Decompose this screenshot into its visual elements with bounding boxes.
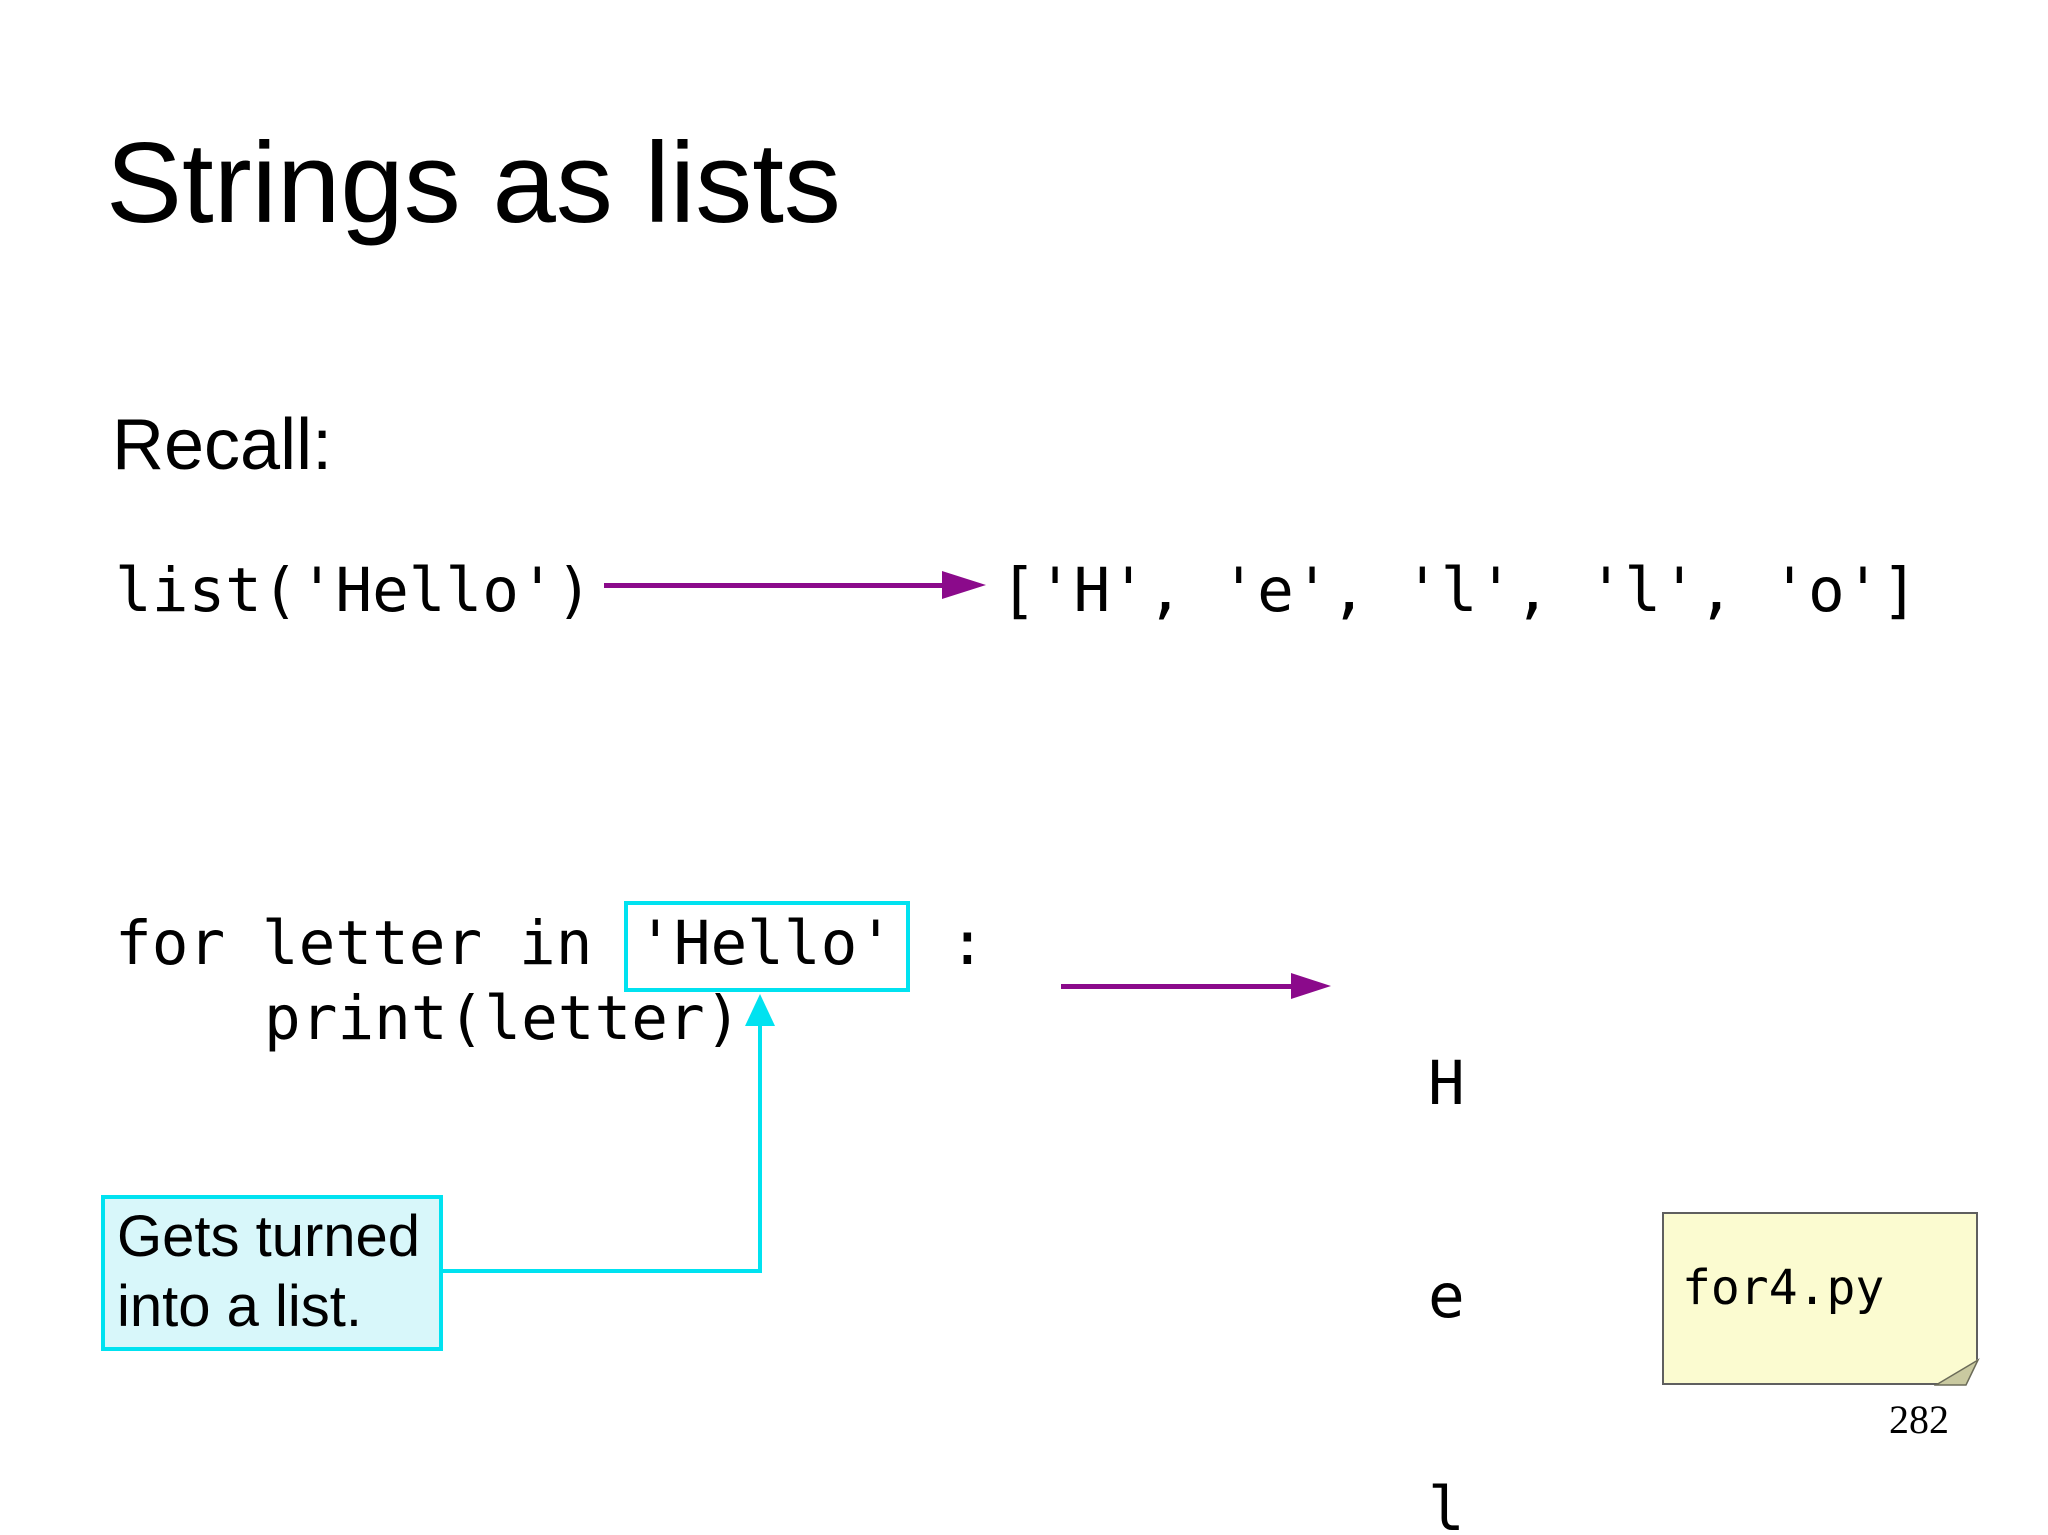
code-list-call: list('Hello')	[115, 555, 593, 626]
output-letter: l	[1428, 1474, 1465, 1535]
folded-corner-icon	[1934, 1358, 1980, 1386]
note-filename: for4.py	[1682, 1260, 1885, 1316]
right-arrow-icon	[942, 571, 986, 599]
callout-line: Gets turned	[117, 1204, 421, 1269]
arrow-shaft	[604, 583, 942, 588]
loop-code-string: 'Hello'	[637, 908, 895, 979]
output-letter: H	[1428, 1048, 1465, 1119]
loop-output-letters: H e l l o	[1428, 906, 1575, 1535]
output-letter: e	[1428, 1261, 1465, 1332]
page-title: Strings as lists	[106, 120, 841, 247]
recall-label: Recall:	[112, 405, 333, 485]
callout-connector-horizontal	[441, 1269, 762, 1273]
callout-line: into a list.	[117, 1274, 362, 1339]
arrow-shaft	[1061, 984, 1291, 989]
recall-result-arrow-icon	[604, 571, 986, 599]
code-list-result: ['H', 'e', 'l', 'l', 'o']	[1000, 555, 1919, 626]
callout-connector-vertical	[758, 1024, 762, 1273]
right-arrow-icon	[1291, 973, 1331, 999]
page-number: 282	[1889, 1397, 1949, 1442]
loop-code-colon: :	[949, 908, 986, 979]
loop-code-prefix: for letter in	[115, 908, 593, 979]
loop-output-arrow-icon	[1061, 973, 1331, 999]
sticky-note	[1662, 1212, 1978, 1385]
callout-box: Gets turned into a list.	[101, 1195, 443, 1351]
up-arrow-icon	[745, 994, 775, 1026]
hello-highlight-box	[624, 901, 910, 992]
loop-code-print: print(letter)	[264, 983, 742, 1054]
